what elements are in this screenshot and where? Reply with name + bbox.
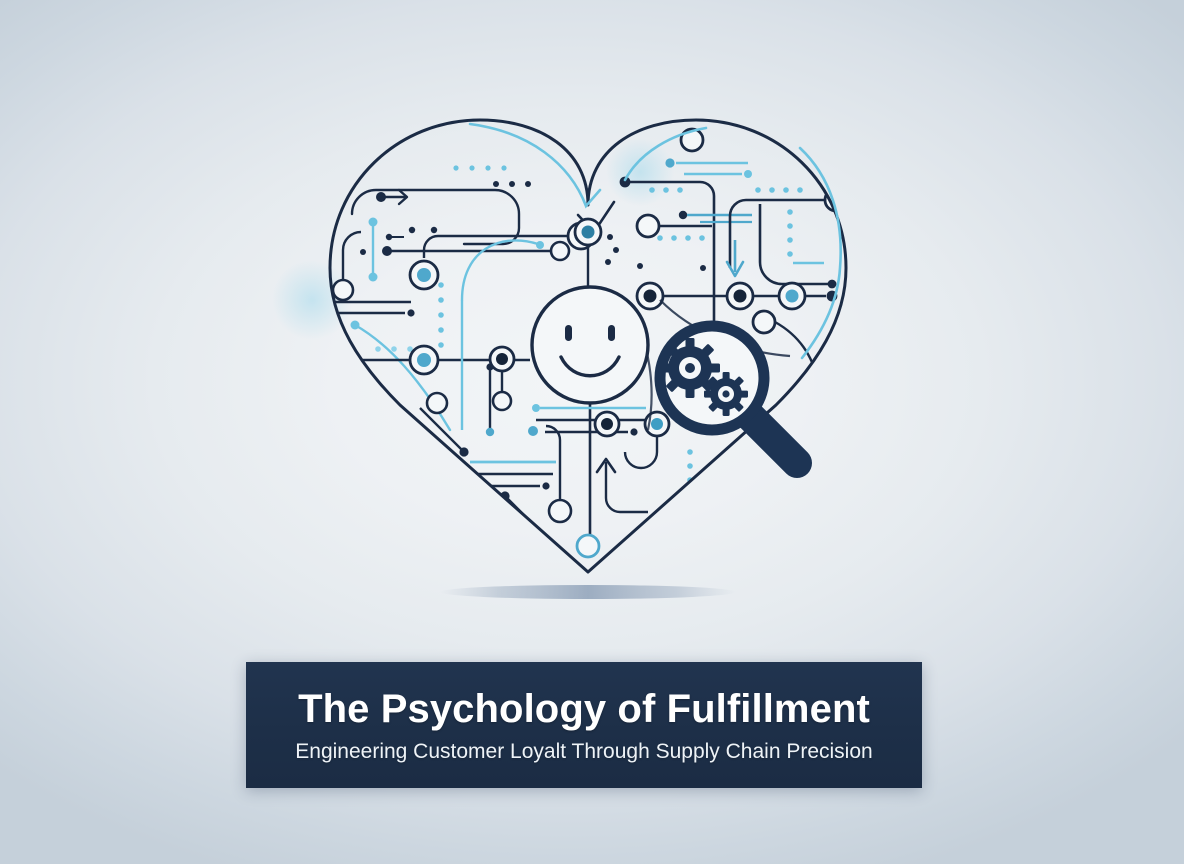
magnifier-lens-rim bbox=[654, 320, 770, 436]
dotted-run-b bbox=[493, 181, 531, 187]
page-subtitle: Engineering Customer Loyalt Through Supp… bbox=[295, 739, 873, 763]
dotted-run-a bbox=[453, 165, 507, 171]
page-title: The Psychology of Fulfillment bbox=[298, 686, 870, 731]
heart-outline-path bbox=[328, 118, 848, 574]
arrow-down-icon bbox=[725, 240, 745, 278]
heart-circuitry bbox=[330, 127, 846, 559]
smiley-face-node bbox=[530, 285, 650, 405]
glow-topright bbox=[606, 138, 674, 206]
magnifier-handle bbox=[733, 399, 812, 478]
dotted-column bbox=[438, 282, 444, 348]
dotted-run-e bbox=[649, 187, 683, 193]
title-banner: The Psychology of Fulfillment Engineerin… bbox=[246, 662, 922, 788]
magnifying-glass bbox=[654, 320, 812, 478]
heart-accent-arc-far-right bbox=[798, 146, 842, 360]
dotted-run-f bbox=[755, 187, 803, 193]
gear-small-icon bbox=[704, 372, 748, 416]
dotted-column-right bbox=[687, 449, 693, 497]
gear-large-icon bbox=[665, 338, 720, 398]
heart-accent-arc-right bbox=[623, 126, 708, 182]
dotted-run-g bbox=[657, 235, 705, 241]
heart-accent-arc-left-top bbox=[468, 122, 602, 209]
arrow-right-icon bbox=[376, 188, 409, 206]
arrow-up-icon bbox=[595, 457, 648, 514]
dotted-column-far-right bbox=[787, 209, 793, 257]
ground-shadow bbox=[440, 585, 736, 599]
